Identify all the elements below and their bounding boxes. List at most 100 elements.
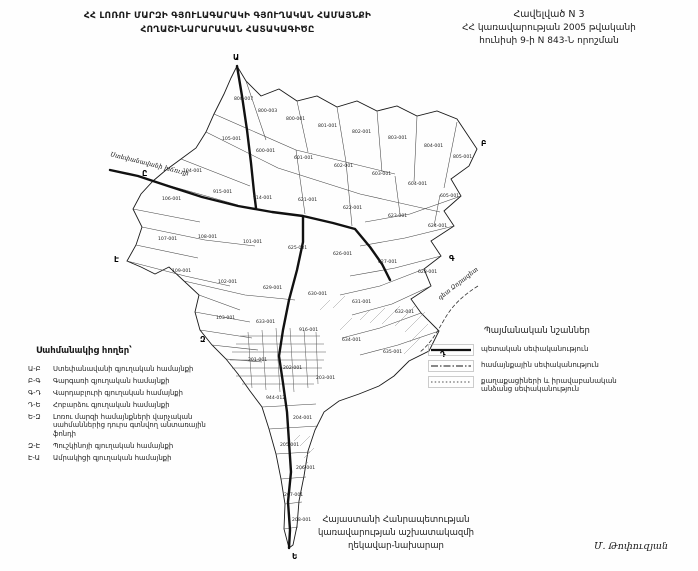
parcel-label: 105-001 <box>222 136 241 142</box>
river-line <box>419 285 479 353</box>
adjacent-land-item: Ե-Զ Լոռու մարզի համայնքների վարչական սահ… <box>28 413 210 438</box>
legend-sample-frame <box>428 343 474 356</box>
parcel-label: 109-001 <box>172 268 191 274</box>
adjacent-land-label: Լոռու մարզի համայնքների վարչական սահմանն… <box>53 412 206 438</box>
parcel-label: 108-001 <box>198 234 217 240</box>
adjacent-land-item: Ա-Բ Ստեփանավանի գյուղական համայնքի <box>28 365 210 373</box>
legend-sample-frame <box>428 375 474 388</box>
parcel-label: 623-001 <box>388 213 407 219</box>
legend-item-citizens: քաղաքացիների և իրավաբանական անձանց սեփակ… <box>428 375 646 395</box>
parcel-label: 106-001 <box>162 196 181 202</box>
map-title-line2: ՀՈՂԱՇԻՆԱՐԱՐԱԿԱՆ ՀԱՏԱԿԱԳԻԾԸ <box>140 24 315 35</box>
boundary-point-letter: Դ <box>440 350 446 359</box>
parcel-label: 206-001 <box>296 465 315 471</box>
parcel-label: 630-001 <box>308 291 327 297</box>
community-boundary <box>126 65 478 549</box>
parcel-label: 605-001 <box>440 193 459 199</box>
parcel-label: 944-012 <box>266 395 285 401</box>
parcel-label: 626-001 <box>333 251 352 257</box>
boundary-point-letter: Ը <box>142 169 147 178</box>
parcel-label-layer: 800-007800-003800-001801-001802-001803-0… <box>158 96 472 523</box>
parcel-label: 600-001 <box>256 148 275 154</box>
adjacent-land-label: Հոբարձու գյուղական համայնքի <box>53 400 170 409</box>
parcel-label: 804-001 <box>424 143 443 149</box>
legend-sample-frame <box>428 359 474 372</box>
community-property-line-icon <box>428 359 474 372</box>
map-title-line1: ՀՀ ԼՈՌՈՒ ՄԱՐԶԻ ԳՅՈՒԼԱԳԱՐԱԿԻ ԳՅՈՒՂԱԿԱՆ ՀԱ… <box>83 11 372 21</box>
boundary-point-letter: Զ <box>200 335 206 344</box>
appendix-decree-line2: հունիսի 9-ի N 843-Ն որոշման <box>479 35 619 46</box>
parcel-label: 628-001 <box>418 269 437 275</box>
parcel-label: 632-001 <box>395 309 414 315</box>
state-property-line-icon <box>428 343 474 356</box>
parcel-label: 104-001 <box>183 168 202 174</box>
boundary-segment-code: Է-Ա <box>28 453 41 462</box>
parcel-label: 622-001 <box>343 205 362 211</box>
parcel-label: 633-001 <box>256 319 275 325</box>
forest-hatch <box>293 295 429 471</box>
parcel-label: 601-001 <box>294 155 313 161</box>
boundary-segment-code: Բ-Գ <box>28 376 41 385</box>
parcel-label: 621-001 <box>298 197 317 203</box>
signature-title-line3: ղեկավար-նախարար <box>348 541 444 552</box>
adjacent-land-item: Զ-Է Պուշկինոյի գյուղական համայնքի <box>28 442 210 450</box>
parcel-label: 800-007 <box>234 96 253 102</box>
boundary-point-letter: Բ <box>481 139 486 148</box>
legend-label: համայնքային սեփականություն <box>481 360 599 369</box>
signature-title-line2: կառավարության աշխատակազմի <box>317 528 475 539</box>
parcel-label: 203-001 <box>316 375 335 381</box>
boundary-segment-code: Զ-Է <box>28 441 41 450</box>
appendix-note: Հավելված N 3 ՀՀ կառավարության 2005 թվակա… <box>425 8 673 48</box>
parcel-label: 201-001 <box>248 357 267 363</box>
legend-item-state: պետական սեփականություն <box>428 343 646 356</box>
adjacent-land-label: Ամրակիցի գյուղական համայնքի <box>53 453 172 462</box>
citizens-property-line-icon <box>428 375 474 388</box>
parcel-label: 800-003 <box>258 108 277 114</box>
parcel-lines <box>126 80 462 530</box>
parcel-label: 205-001 <box>280 442 299 448</box>
boundary-point-letter: Է <box>114 255 119 264</box>
boundary-segment-code: Ա-Բ <box>28 364 41 373</box>
parcel-label: 803-001 <box>388 135 407 141</box>
road-lines <box>108 64 392 550</box>
adjacent-land-item: Գ-Դ Վարդաբլուրի գյուղական համայնքի <box>28 389 210 397</box>
boundary-point-letter: Ա <box>233 53 239 62</box>
adjacent-land-label: Պուշկինոյի գյուղական համայնքի <box>53 441 174 450</box>
parcel-label: 802-001 <box>352 129 371 135</box>
adjacent-land-label: Վարդաբլուրի գյուղական համայնքի <box>53 388 183 397</box>
parcel-label: 801-001 <box>318 123 337 129</box>
parcel-label: 627-001 <box>378 259 397 265</box>
map-symbols-legend: Պայմանական նշաններ պետական սեփականությու… <box>428 326 646 398</box>
adjacent-land-item: Է-Ա Ամրակիցի գյուղական համայնքի <box>28 454 210 462</box>
parcel-label: 202-001 <box>283 365 302 371</box>
parcel-label: 629-001 <box>263 285 282 291</box>
parcel-label: 207-001 <box>284 492 303 498</box>
parcel-label: 602-001 <box>334 163 353 169</box>
adjacent-lands-list: Սահմանակից հողեր՝ Ա-Բ Ստեփանավանի գյուղա… <box>28 346 210 465</box>
boundary-point-letter: Գ <box>449 254 455 263</box>
adjacent-lands-title: Սահմանակից հողեր՝ <box>36 346 132 356</box>
map-title: ՀՀ ԼՈՌՈՒ ՄԱՐԶԻ ԳՅՈՒԼԱԳԱՐԱԿԻ ԳՅՈՒՂԱԿԱՆ ՀԱ… <box>60 10 395 37</box>
appendix-number: Հավելված N 3 <box>513 9 585 20</box>
parcel-label: 805-001 <box>453 154 472 160</box>
legend-item-community: համայնքային սեփականություն <box>428 359 646 372</box>
parcel-label: 914-001 <box>253 195 272 201</box>
parcel-label: 107-001 <box>158 236 177 242</box>
parcel-label: 102-001 <box>218 279 237 285</box>
signature-title-line1: Հայաստանի Հանրապետության <box>322 515 470 525</box>
appendix-decree-line1: ՀՀ կառավարության 2005 թվականի <box>462 22 636 33</box>
boundary-segment-code: Գ-Դ <box>28 388 41 397</box>
parcel-label: 624-001 <box>428 223 447 229</box>
signatory-name: Մ. Թոփուզյան <box>593 541 668 552</box>
boundary-segment-code: Դ-Ե <box>28 400 41 409</box>
parcel-label: 204-001 <box>293 415 312 421</box>
parcel-label: 625-001 <box>288 245 307 251</box>
adjacent-land-item: Դ-Ե Հոբարձու գյուղական համայնքի <box>28 401 210 409</box>
legend-label: պետական սեփականություն <box>481 344 589 353</box>
adjacent-land-label: Գարգառի գյուղական համայնքի <box>53 376 170 385</box>
adjacent-land-label: Ստեփանավանի գյուղական համայնքի <box>53 364 194 373</box>
parcel-label: 915-001 <box>213 189 232 195</box>
